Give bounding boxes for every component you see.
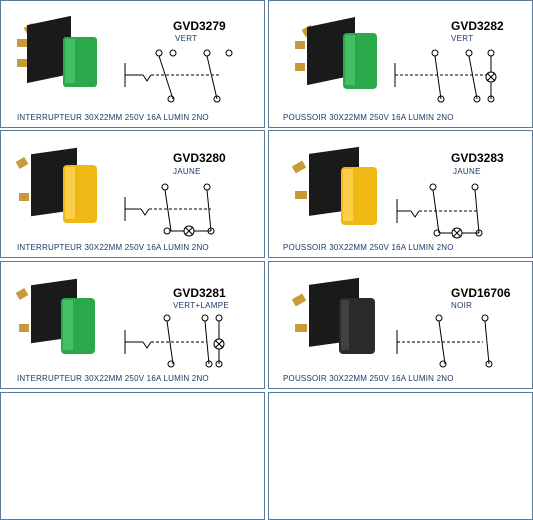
product-color: VERT+LAMPE: [173, 301, 229, 310]
product-card-gvd3283[interactable]: GVD3283 JAUNE POUSSOIR 30X22MM 250V 16A …: [268, 130, 533, 258]
switch-photo: [291, 277, 375, 354]
switch-photo: [15, 147, 97, 223]
product-card-gvd3279[interactable]: GVD3279 VERT INTERRUPTEUR 30X22MM 250V 1…: [0, 0, 265, 128]
empty-cell-right: [268, 392, 533, 520]
schematic-diagram: [124, 314, 225, 368]
product-caption: INTERRUPTEUR 30X22MM 250V 16A LUMIN 2NO: [17, 374, 209, 383]
product-caption: POUSSOIR 30X22MM 250V 16A LUMIN 2NO: [283, 113, 454, 122]
schematic-diagram: [396, 183, 483, 239]
product-caption: INTERRUPTEUR 30X22MM 250V 16A LUMIN 2NO: [17, 113, 209, 122]
product-color: JAUNE: [453, 167, 481, 176]
switch-photo: [295, 16, 377, 89]
switch-photo: [291, 146, 377, 225]
schematic-diagram: [124, 183, 215, 237]
product-card-gvd3280[interactable]: GVD3280 JAUNE INTERRUPTEUR 30X22MM 250V …: [0, 130, 265, 258]
schematic-diagram: [394, 49, 497, 103]
product-color: VERT: [451, 34, 474, 43]
product-card-gvd16706[interactable]: GVD16706 NOIR POUSSOIR 30X22MM 250V 16A …: [268, 261, 533, 389]
product-card-gvd3282[interactable]: GVD3282 VERT POUSSOIR 30X22MM 250V 16A L…: [268, 0, 533, 128]
empty-cell-left: [0, 392, 265, 520]
schematic-diagram: [396, 314, 493, 368]
switch-photo: [15, 278, 95, 354]
switch-photo: [17, 15, 97, 87]
product-code: GVD3281: [173, 286, 226, 300]
product-caption: POUSSOIR 30X22MM 250V 16A LUMIN 2NO: [283, 374, 454, 383]
product-code: GVD3282: [451, 19, 504, 33]
product-card-gvd3281[interactable]: GVD3281 VERT+LAMPE INTERRUPTEUR 30X22MM …: [0, 261, 265, 389]
product-code: GVD3279: [173, 19, 226, 33]
product-color: NOIR: [451, 301, 473, 310]
product-code: GVD16706: [451, 286, 511, 300]
product-color: JAUNE: [173, 167, 201, 176]
product-code: GVD3283: [451, 151, 504, 165]
product-caption: POUSSOIR 30X22MM 250V 16A LUMIN 2NO: [283, 243, 454, 252]
product-color: VERT: [175, 34, 198, 43]
product-code: GVD3280: [173, 151, 226, 165]
schematic-diagram: [124, 49, 233, 103]
product-caption: INTERRUPTEUR 30X22MM 250V 16A LUMIN 2NO: [17, 243, 209, 252]
